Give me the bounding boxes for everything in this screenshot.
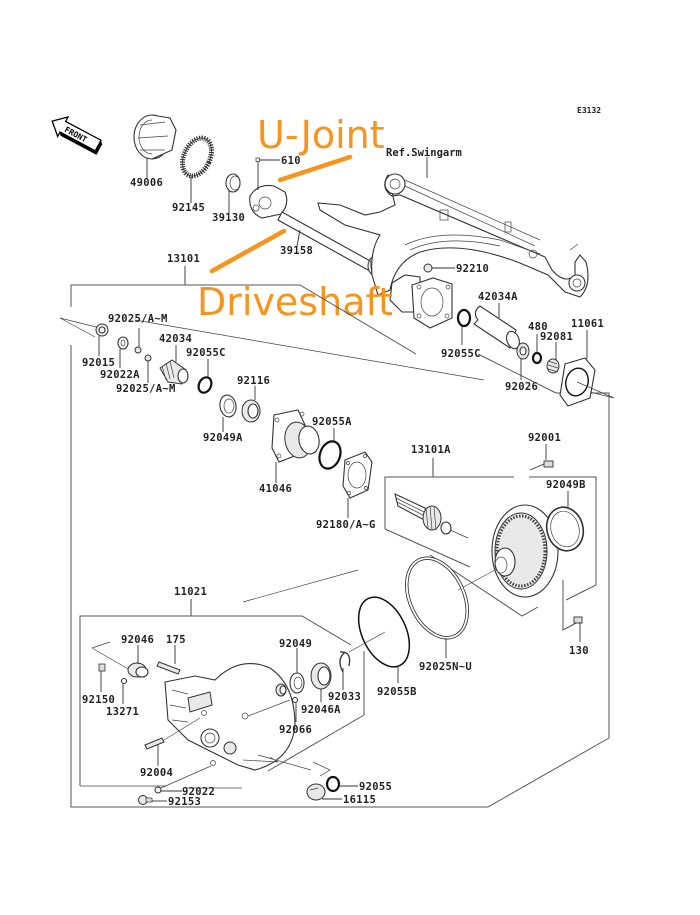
driveshaft-annotation: Driveshaft (197, 280, 393, 324)
circlip-part-icon (531, 351, 543, 365)
swingarm-reference-label: Ref.Swingarm (386, 147, 462, 159)
pinion-gear-part-icon (394, 493, 469, 539)
diagram-code: E3132 (577, 106, 601, 115)
part-label-92066: 92066 (279, 724, 312, 736)
part-label-175: 175 (166, 634, 186, 646)
nut-part-icon (95, 323, 109, 337)
part-label-92055C-left: 92055C (186, 347, 226, 359)
gasket-cover-part-icon (559, 357, 615, 407)
assembly-frame-top (70, 284, 417, 355)
part-label-49006: 49006 (130, 177, 163, 189)
oil-seal-part-icon (219, 394, 237, 418)
part-label-11061: 11061 (571, 318, 604, 330)
bearing-housing-part-icon (271, 409, 320, 463)
ujoint-annotation: U-Joint (257, 113, 385, 157)
spring-part-icon (546, 358, 560, 374)
ujoint-pointer-line (277, 154, 353, 183)
washer-part-icon (516, 342, 530, 360)
bearing-part-icon (241, 399, 261, 423)
nut-part-icon (423, 263, 433, 273)
part-label-92025-A-M-upper: 92025/A~M (108, 313, 168, 325)
part-label-13101A: 13101A (411, 444, 451, 456)
stud-part-icon (144, 717, 201, 750)
front-arrow-icon: FRONT (51, 116, 103, 155)
part-label-92049B: 92049B (546, 479, 586, 491)
part-label-42034: 42034 (159, 333, 192, 345)
part-label-92210: 92210 (456, 263, 489, 275)
part-label-92180-A-G: 92180/A~G (316, 519, 376, 531)
part-label-480: 480 (528, 321, 548, 333)
part-label-92055A: 92055A (312, 416, 352, 428)
circlip-part-icon (339, 651, 351, 673)
part-label-92015: 92015 (82, 357, 115, 369)
bolt-part-icon (573, 616, 583, 624)
part-label-41046: 41046 (259, 483, 292, 495)
gear-case-housing-part-icon (164, 663, 296, 771)
needle-bearing-part-icon (127, 662, 149, 678)
part-label-39130: 39130 (212, 212, 245, 224)
part-label-92055C-right: 92055C (441, 348, 481, 360)
part-label-610: 610 (281, 155, 301, 167)
boot-part-icon (133, 114, 177, 160)
part-label-92150: 92150 (82, 694, 115, 706)
part-label-92022: 92022 (182, 786, 215, 798)
coupling-part-icon (159, 359, 189, 385)
part-label-92022A: 92022A (100, 369, 140, 381)
part-label-13101: 13101 (167, 253, 200, 265)
part-label-130: 130 (569, 645, 589, 657)
o-ring-part-icon (318, 440, 342, 470)
o-ring-part-icon (325, 775, 341, 793)
housing-flange-part-icon (389, 274, 453, 329)
part-label-92001: 92001 (528, 432, 561, 444)
assembly-frame-outer (70, 345, 610, 808)
shim-part-icon (144, 354, 152, 362)
washer-part-icon (154, 786, 162, 794)
part-label-16115: 16115 (343, 794, 376, 806)
drain-bolt-part-icon (138, 795, 153, 805)
cap-part-icon (225, 173, 241, 193)
part-label-92004: 92004 (140, 767, 173, 779)
ring-gear-part-icon (457, 504, 559, 598)
part-label-92145: 92145 (172, 202, 205, 214)
stud-part-icon (156, 661, 181, 675)
part-label-92049: 92049 (279, 638, 312, 650)
oil-seal-part-icon (545, 506, 585, 552)
ball-part-icon (291, 696, 299, 704)
pin-part-icon (120, 677, 128, 685)
part-label-92033: 92033 (328, 691, 361, 703)
driveshaft-pointer-line (209, 228, 287, 274)
sleeve-part-icon (473, 305, 520, 350)
part-label-92055B: 92055B (377, 686, 417, 698)
part-label-92025-A-M-lower: 92025/A~M (116, 383, 176, 395)
oil-seal-part-icon (289, 672, 305, 694)
washer-part-icon (117, 336, 129, 350)
shim-part-icon (134, 346, 142, 354)
clamp-band-part-icon (179, 135, 215, 179)
swingarm-part-icon (317, 173, 589, 298)
part-label-92049A: 92049A (203, 432, 243, 444)
o-ring-part-icon (197, 376, 213, 394)
part-label-92055: 92055 (359, 781, 392, 793)
part-label-92046A: 92046A (301, 704, 341, 716)
collar-part-icon (275, 683, 287, 697)
part-label-92026: 92026 (505, 381, 538, 393)
part-label-92081: 92081 (540, 331, 573, 343)
o-ring-part-icon (357, 596, 411, 668)
bolt-part-icon (98, 663, 106, 672)
part-label-92046: 92046 (121, 634, 154, 646)
bolt-part-icon (529, 460, 554, 471)
part-label-13271: 13271 (106, 706, 139, 718)
needle-bearing-part-icon (310, 662, 332, 690)
part-label-92153: 92153 (168, 796, 201, 808)
gasket-part-icon (342, 451, 373, 499)
part-label-92025N-U: 92025N~U (419, 661, 472, 673)
part-label-11021: 11021 (174, 586, 207, 598)
part-label-39158: 39158 (280, 245, 313, 257)
part-label-42034A: 42034A (478, 291, 518, 303)
case-gasket-part-icon (405, 556, 469, 640)
o-ring-part-icon (456, 308, 472, 328)
filler-cap-part-icon (306, 783, 326, 801)
part-label-92116: 92116 (237, 375, 270, 387)
